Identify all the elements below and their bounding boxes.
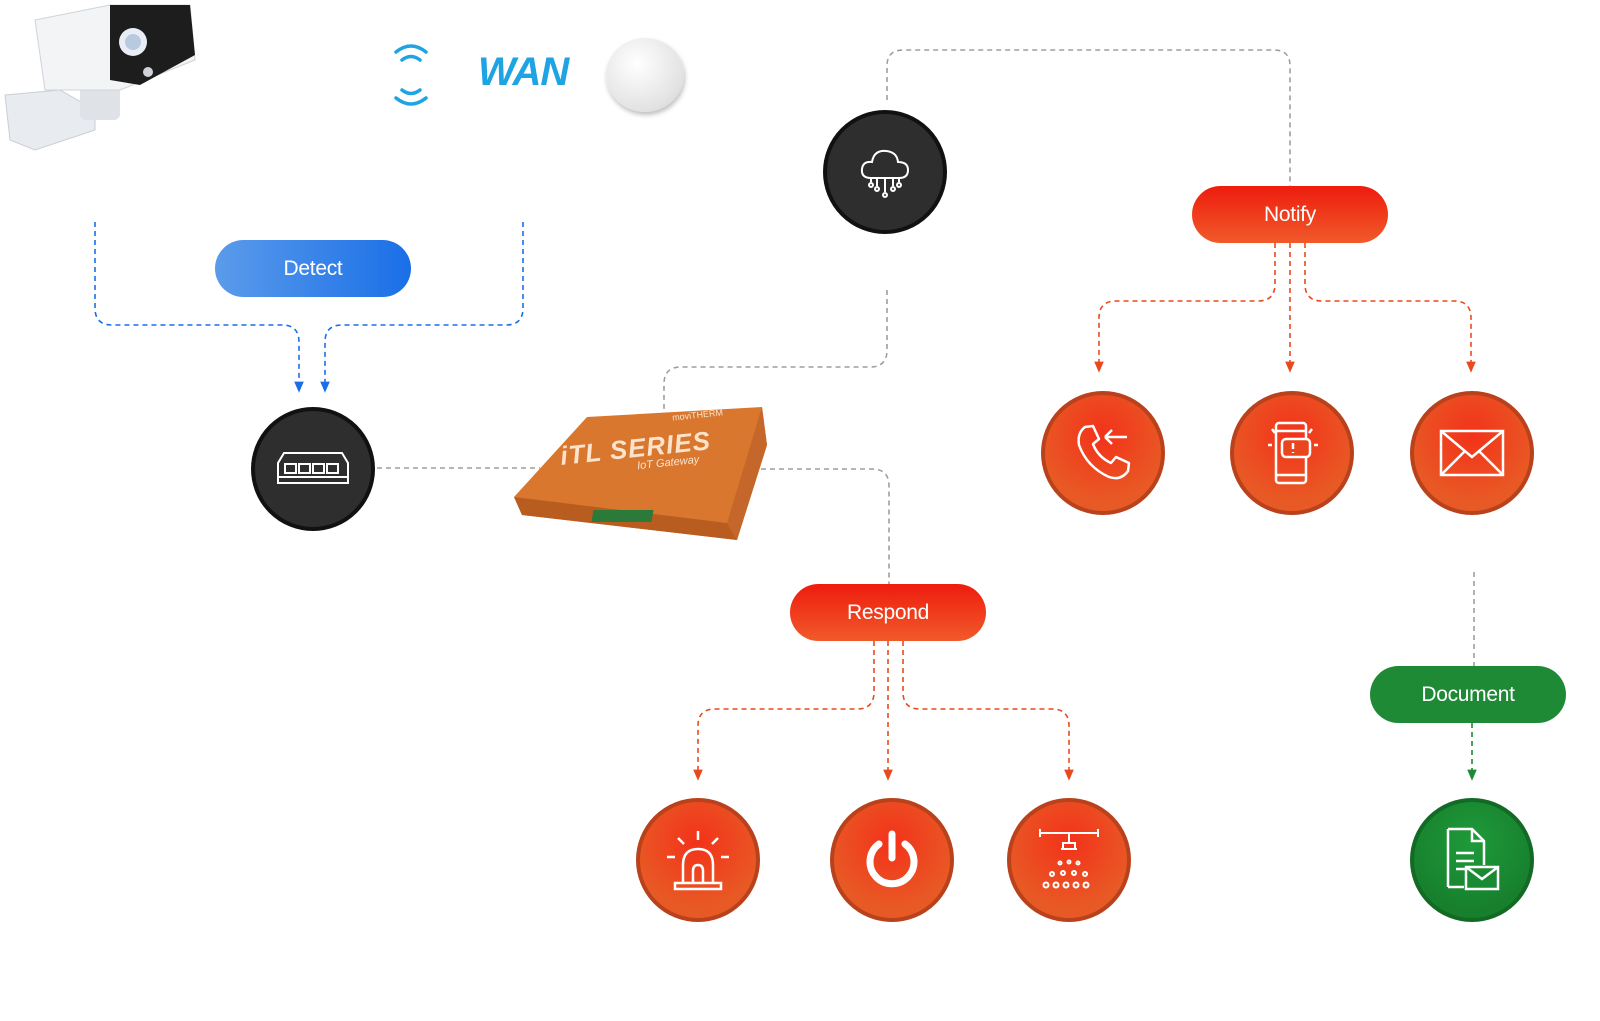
sprinkler-icon bbox=[1039, 829, 1099, 889]
siren-node[interactable] bbox=[636, 798, 760, 922]
document-node[interactable] bbox=[1410, 798, 1534, 922]
document-stage-label: Document bbox=[1370, 666, 1566, 723]
cloud-to-notify-line bbox=[886, 49, 1291, 186]
power-icon bbox=[866, 830, 918, 888]
phone-call-node[interactable] bbox=[1041, 391, 1165, 515]
cloud-to-gateway-line bbox=[663, 290, 888, 412]
smoke-detector-icon bbox=[606, 38, 684, 112]
lorawan-signal-icon bbox=[394, 44, 428, 106]
power-node[interactable] bbox=[830, 798, 954, 922]
gateway-to-respond-line bbox=[752, 468, 890, 584]
wan-logo: WAN bbox=[478, 50, 569, 94]
mobile-alert-icon bbox=[1268, 421, 1318, 485]
network-switch-icon bbox=[277, 452, 349, 484]
sensors-to-switch-line bbox=[320, 222, 524, 393]
mobile-alert-node[interactable] bbox=[1230, 391, 1354, 515]
sprinkler-node[interactable] bbox=[1007, 798, 1131, 922]
network-switch-node[interactable] bbox=[251, 407, 375, 531]
siren-icon bbox=[667, 831, 729, 891]
document-check-icon bbox=[1446, 827, 1500, 891]
iot-gateway-device: iTL SERIES IoT Gateway moviTHERM bbox=[512, 405, 772, 545]
cloud-hub[interactable] bbox=[823, 110, 947, 234]
email-icon bbox=[1439, 429, 1505, 477]
email-node[interactable] bbox=[1410, 391, 1534, 515]
camera-to-switch-line bbox=[94, 222, 304, 393]
notify-stage-label: Notify bbox=[1192, 186, 1388, 243]
phone-call-icon bbox=[1077, 424, 1131, 480]
iot-gateway-icon bbox=[514, 407, 767, 540]
cloud-network-icon bbox=[860, 149, 910, 198]
respond-stage-label: Respond bbox=[790, 584, 986, 641]
security-camera-icon bbox=[4, 4, 196, 151]
detect-stage-label: Detect bbox=[215, 240, 411, 297]
